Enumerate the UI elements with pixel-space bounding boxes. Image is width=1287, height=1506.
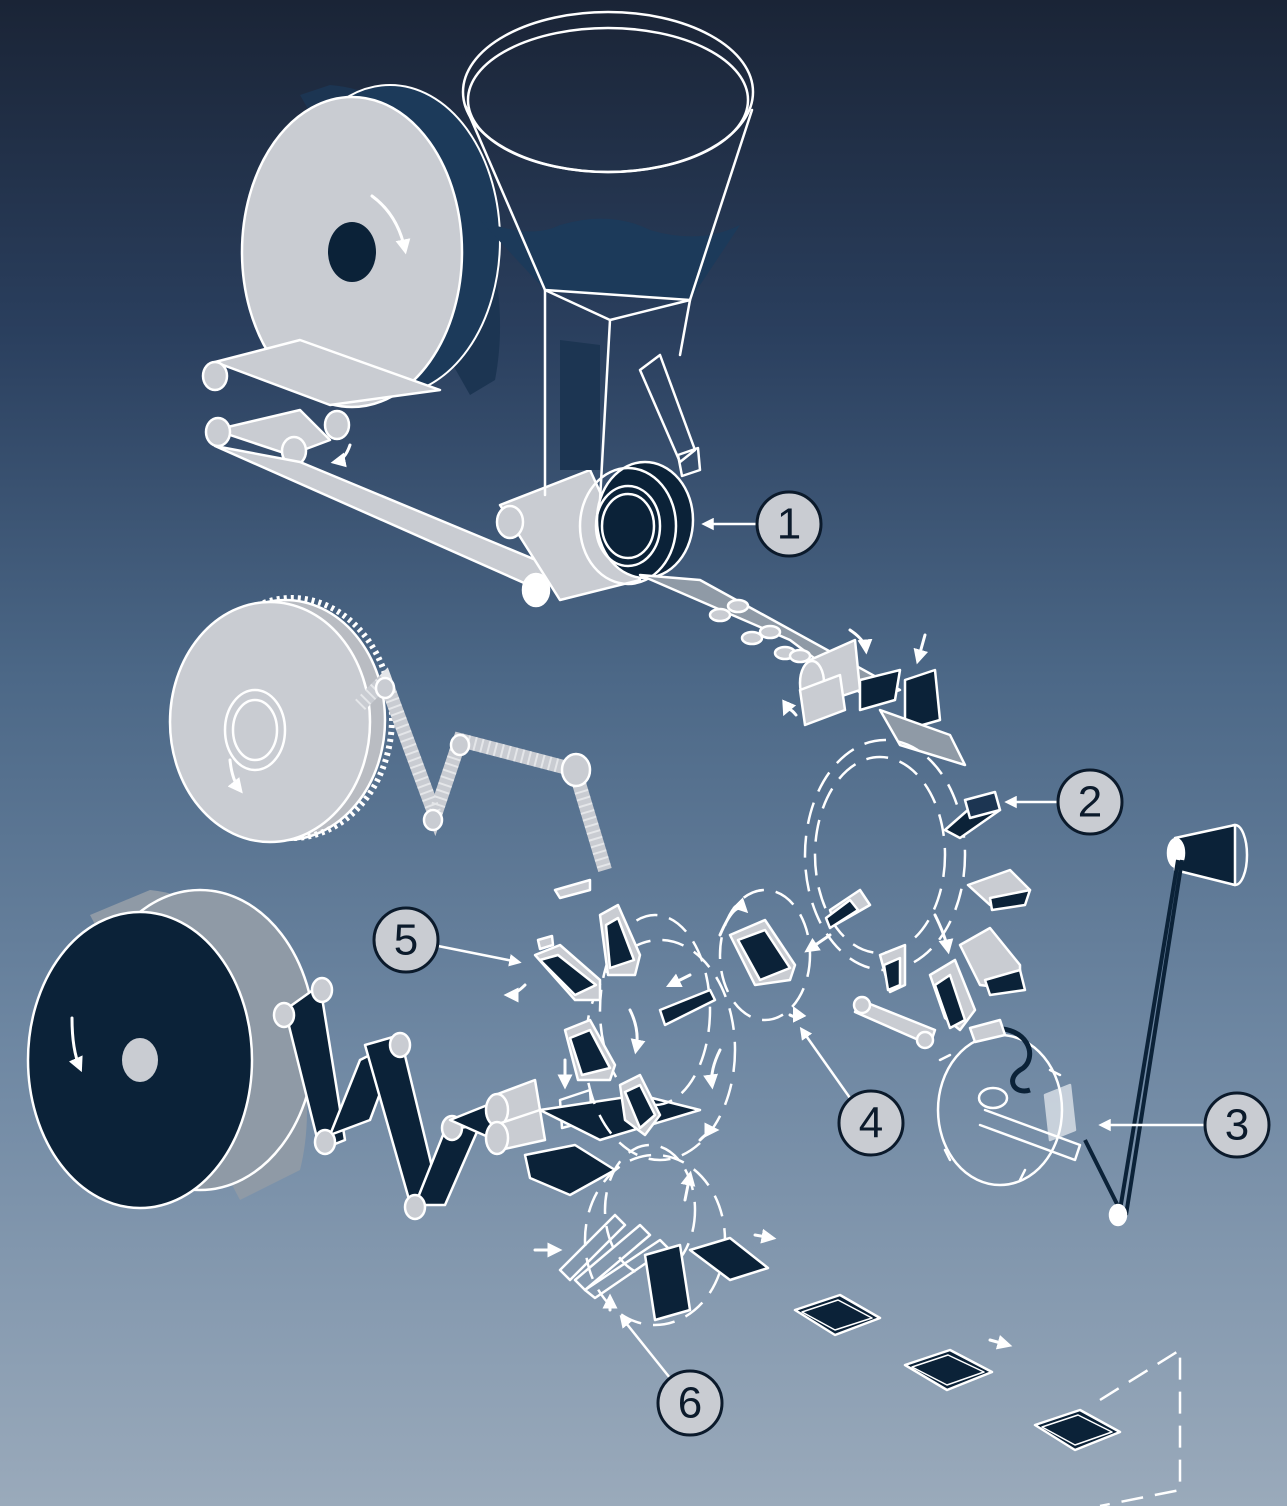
station-2-tool (945, 792, 1000, 838)
callout-5-label: 5 (394, 916, 418, 965)
callout-2: 2 (1008, 770, 1122, 834)
callout-4-label: 4 (859, 1099, 883, 1148)
callout-5: 5 (374, 908, 518, 972)
reel-hub (328, 222, 376, 282)
middle-film-reel (170, 598, 392, 842)
hopper (463, 12, 753, 500)
output-sachets (795, 1295, 1180, 1506)
callout-6: 6 (622, 1318, 722, 1435)
callout-1-label: 1 (777, 500, 801, 549)
callout-1: 1 (705, 492, 821, 556)
middle-film-web (360, 678, 605, 870)
bottom-reel-hub (122, 1038, 158, 1082)
bottom-film-reel (28, 890, 315, 1208)
callout-2-label: 2 (1078, 778, 1102, 827)
callout-3: 3 (1102, 1093, 1269, 1157)
callout-6-label: 6 (678, 1379, 702, 1428)
carousel-pouches (535, 880, 795, 1135)
callout-3-label: 3 (1225, 1101, 1249, 1150)
string-reel (1085, 825, 1247, 1225)
callout-4: 4 (802, 1030, 903, 1155)
cutter-wheel (938, 1020, 1080, 1185)
